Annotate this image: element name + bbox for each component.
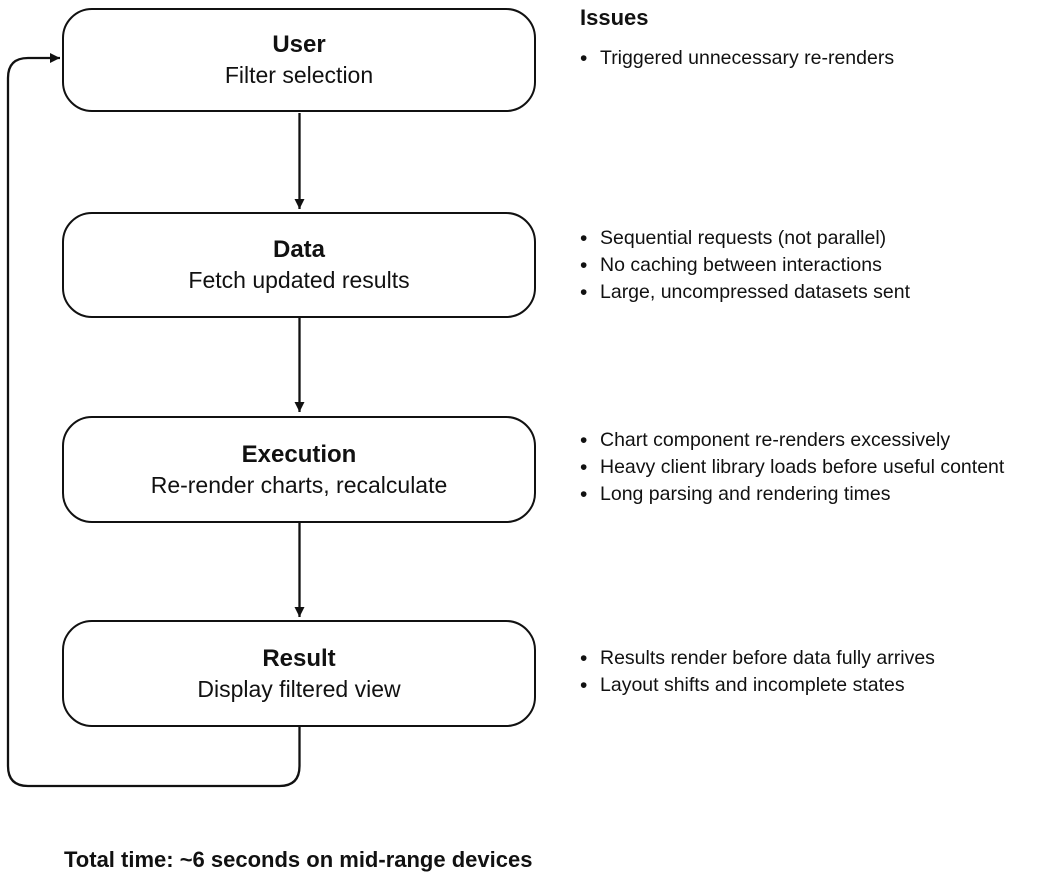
- issue-item: Long parsing and rendering times: [578, 481, 1038, 508]
- issue-item: Triggered unnecessary re-renders: [578, 45, 1038, 72]
- node-result-title: Result: [262, 644, 336, 672]
- node-execution-subtitle: Re-render charts, recalculate: [150, 471, 448, 498]
- issue-item: No caching between interactions: [578, 252, 1038, 279]
- issues-heading: Issues: [580, 5, 649, 30]
- node-data-subtitle: Fetch updated results: [188, 267, 410, 293]
- issue-item: Heavy client library loads before useful…: [578, 454, 1038, 481]
- issue-list-result: Results render before data fully arrives…: [578, 645, 1038, 699]
- node-user-title: User: [272, 31, 326, 58]
- issue-item: Large, uncompressed datasets sent: [578, 279, 1038, 306]
- node-result: Result Display filtered view: [62, 620, 536, 727]
- node-data: Data Fetch updated results: [62, 212, 536, 318]
- issue-item: Chart component re-renders excessively: [578, 427, 1038, 454]
- issue-item: Layout shifts and incomplete states: [578, 672, 1038, 699]
- node-user: User Filter selection: [62, 8, 536, 112]
- issue-item: Sequential requests (not parallel): [578, 225, 1038, 252]
- node-execution-title: Execution: [241, 440, 357, 468]
- issue-list-user: Triggered unnecessary re-renders: [578, 45, 1038, 72]
- node-data-title: Data: [272, 236, 326, 263]
- node-result-subtitle: Display filtered view: [197, 675, 401, 702]
- node-user-subtitle: Filter selection: [224, 62, 374, 88]
- issue-list-execution: Chart component re-renders excessively H…: [578, 427, 1038, 508]
- issue-item: Results render before data fully arrives: [578, 645, 1038, 672]
- total-time-label: Total time: ~6 seconds on mid-range devi…: [64, 847, 533, 872]
- issue-list-data: Sequential requests (not parallel) No ca…: [578, 225, 1038, 306]
- node-execution: Execution Re-render charts, recalculate: [62, 416, 536, 523]
